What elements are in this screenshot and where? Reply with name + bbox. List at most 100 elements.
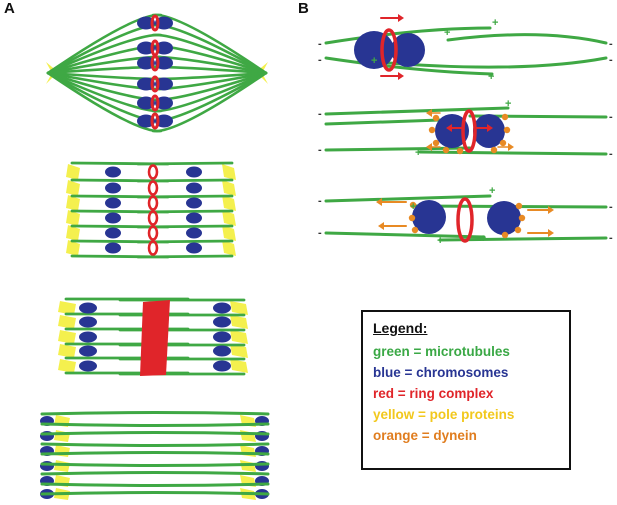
- chromosome-left-1: [79, 316, 97, 328]
- plus-end-2: +: [488, 71, 494, 83]
- chromosome-left-0: [79, 302, 97, 314]
- microtubule-6: [40, 471, 270, 476]
- chromosome-left-2: [79, 331, 97, 343]
- ring-arrow-right: [475, 124, 493, 132]
- minus-end-right-1: -: [609, 232, 613, 244]
- chromosome-right-0: [186, 166, 202, 178]
- dynein-arrow-right-top: [527, 206, 554, 214]
- legend-box: Legend: green = microtubules blue = chro…: [361, 310, 571, 470]
- chromosome-right-5: [155, 114, 173, 128]
- microtubule-upper-left: [324, 106, 510, 116]
- microtubule-right-11: [151, 71, 268, 133]
- stage-3-mid-anaphase: [58, 297, 248, 376]
- dynein-0: [409, 201, 417, 209]
- minus-end-left-1: -: [318, 227, 322, 239]
- chromosome-left-5: [137, 114, 155, 128]
- ring-motion-arrow-top-head: [398, 14, 404, 22]
- dynein-arrow-1: [426, 109, 441, 117]
- chromosome-left-1: [105, 182, 121, 194]
- chromosome-right-0: [155, 16, 173, 30]
- chromosome-right-4: [213, 360, 231, 372]
- dynein-arrow-left-top: [376, 198, 407, 206]
- pole-protein-right-2: [222, 195, 236, 211]
- ring-complex-4: [147, 225, 159, 241]
- pole-protein-left-2: [58, 330, 76, 344]
- ring-arrow-left-head: [446, 124, 452, 132]
- minus-end-left-1: -: [318, 54, 322, 66]
- chromosome-right-3: [186, 212, 202, 224]
- chromosome-right-5: [186, 242, 202, 254]
- dynein-arrow-left-top-head: [376, 198, 382, 206]
- panel-b-sliding-mechanism: ----++++----++----++++: [318, 14, 613, 247]
- microtubule-right-4: [151, 55, 268, 75]
- chromosome-left-4: [79, 360, 97, 372]
- chromosome-right: [473, 114, 505, 148]
- panel-a-label: A: [4, 0, 15, 17]
- legend-entry-microtubules: green = microtubules: [373, 344, 510, 359]
- pole-protein-left-2: [54, 445, 70, 457]
- dynein-1: [428, 126, 436, 134]
- chromosome-right-3: [255, 461, 269, 471]
- pole-protein-right-1: [230, 315, 248, 329]
- microtubule-7: [40, 482, 270, 487]
- dynein-arrow-right-bottom-head: [548, 229, 554, 237]
- dynein-arrow-3-head: [508, 143, 514, 151]
- minus-end-left-0: -: [318, 195, 322, 207]
- microtubule-4: [40, 451, 270, 456]
- dynein-6: [503, 126, 511, 134]
- chromosome-right-1: [186, 182, 202, 194]
- panel-b-step-3: ----++++: [318, 185, 613, 247]
- dynein-5: [514, 226, 522, 234]
- ring-complex-2: [150, 54, 160, 72]
- chromosome-right-0: [213, 302, 231, 314]
- pole-protein-right-1: [240, 430, 256, 442]
- plus-end-2: +: [480, 233, 486, 245]
- chromosome-left-0: [105, 166, 121, 178]
- plus-end-0: +: [489, 185, 495, 197]
- stage-1-metaphase: [46, 13, 268, 133]
- panel-b-step-2: ----++: [318, 98, 613, 160]
- panel-b-label: B: [298, 0, 309, 17]
- dynein-6: [501, 231, 509, 239]
- chromosome-right-1: [213, 316, 231, 328]
- dynein-2: [432, 139, 440, 147]
- minus-end-right-0: -: [609, 111, 613, 123]
- pole-protein-right-3: [230, 344, 248, 358]
- ring-complex-3: [147, 210, 159, 226]
- pole-protein-right-2: [230, 330, 248, 344]
- pole-protein-left-1: [54, 430, 70, 442]
- stage-4-late-anaphase: [40, 411, 270, 500]
- chromosome-right: [487, 201, 521, 235]
- dynein-arrow-1-head: [426, 109, 432, 117]
- dynein-arrow-left-bottom: [378, 222, 407, 230]
- chromosome-left-4: [105, 227, 121, 239]
- ring-motion-arrow-bottom: [380, 72, 404, 80]
- pole-protein-right-4: [230, 359, 248, 373]
- ring-complex-1: [147, 180, 159, 196]
- legend-entry-ring-complex: red = ring complex: [373, 386, 494, 401]
- microtubule-right-6: [136, 254, 234, 259]
- ring-complex-0: [147, 164, 159, 180]
- microtubule-8: [40, 491, 270, 496]
- microtubule-upper-left: [324, 194, 492, 203]
- chromosome-left-3: [40, 461, 54, 471]
- microtubule-3: [40, 442, 270, 447]
- minus-end-right-0: -: [609, 201, 613, 213]
- dynein-arrow-2: [426, 143, 441, 151]
- microtubule-1: [40, 422, 270, 427]
- chromosome-left: [412, 200, 446, 234]
- pole-protein-left-1: [66, 180, 80, 196]
- plus-end-0: +: [505, 98, 511, 110]
- ring-complex: [461, 109, 477, 153]
- minus-end-left-0: -: [318, 38, 322, 50]
- microtubule-upper-right: [446, 33, 608, 45]
- minus-end-right-0: -: [609, 38, 613, 50]
- ring-arrow-right-head: [487, 124, 493, 132]
- microtubule-upper-left: [324, 26, 492, 45]
- ring-complex: [456, 197, 474, 243]
- dynein-3: [515, 202, 523, 210]
- chromosome-left-5: [105, 242, 121, 254]
- microtubule-lower-left: [324, 231, 486, 239]
- chromosome-left-3: [105, 212, 121, 224]
- panel-b-step-1: ----++++: [318, 14, 613, 83]
